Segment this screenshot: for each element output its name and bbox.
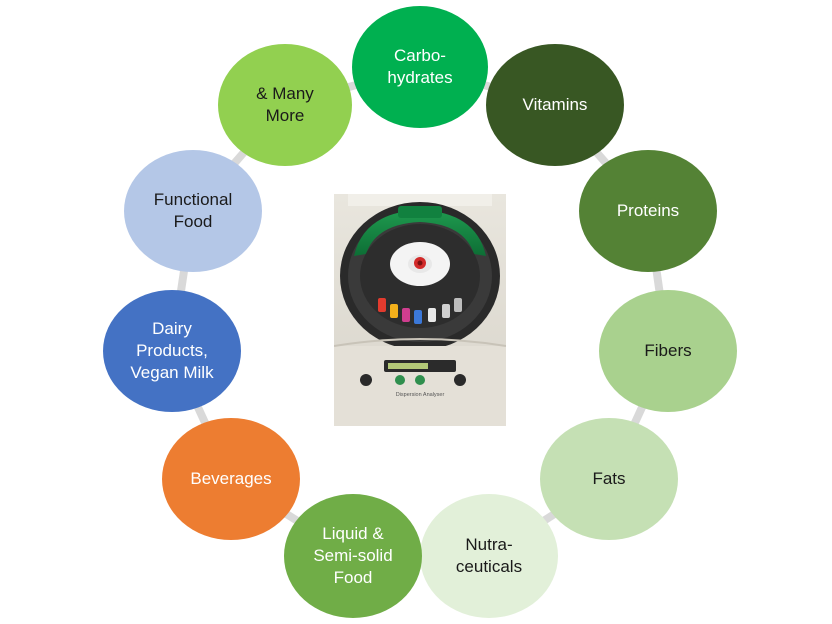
node-label: Vitamins: [522, 95, 588, 114]
sample-tubes: [378, 298, 462, 324]
node-carbohydrates: Carbo- hydrates: [352, 6, 488, 128]
node-label: Nutra- ceuticals: [455, 535, 523, 576]
dispersion-analyser-photo: Dispersion Analyser: [334, 194, 506, 426]
node-many-more: & Many More: [218, 44, 352, 166]
node-label: Beverages: [190, 469, 272, 488]
node-liquid-semi-solid-food: Liquid & Semi-solid Food: [284, 494, 422, 618]
node-beverages: Beverages: [162, 418, 300, 540]
node-label: Proteins: [616, 201, 680, 220]
node-label: Fibers: [644, 341, 692, 360]
node-vitamins: Vitamins: [486, 44, 624, 166]
node-label: Carbo- hydrates: [387, 46, 453, 87]
node-fibers: Fibers: [599, 290, 737, 412]
node-label: & Many More: [256, 84, 314, 125]
node-proteins: Proteins: [579, 150, 717, 272]
node-label: Functional Food: [153, 190, 233, 231]
node-label: Fats: [592, 469, 626, 488]
node-dairy-vegan-milk: Dairy Products, Vegan Milk: [103, 290, 241, 412]
node-label: Liquid & Semi-solid Food: [313, 524, 393, 587]
node-nutraceuticals: Nutra- ceuticals: [420, 494, 558, 618]
node-functional-food: Functional Food: [124, 150, 262, 272]
node-fats: Fats: [540, 418, 678, 540]
device-panel-label: Dispersion Analyser: [396, 392, 445, 398]
node-label: Dairy Products, Vegan Milk: [130, 319, 214, 382]
